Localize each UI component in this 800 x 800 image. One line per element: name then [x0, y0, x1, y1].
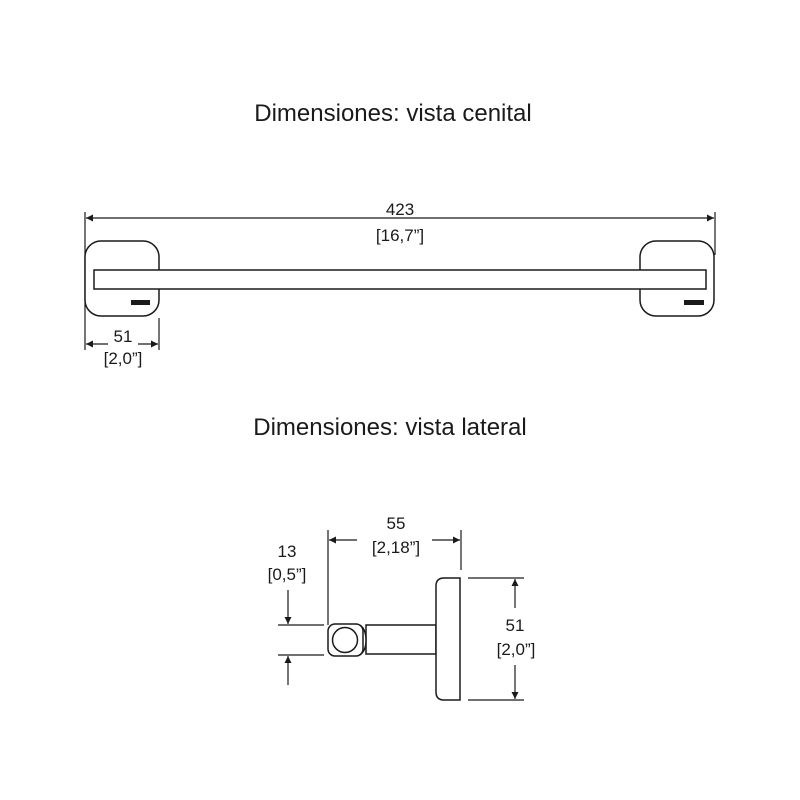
top-view-title: Dimensiones: vista cenital — [254, 100, 531, 127]
wall-plate — [435, 577, 461, 701]
depth-mm-label: 55 — [387, 514, 406, 533]
bracket-mm-label: 51 — [114, 327, 133, 346]
right-set-screw — [684, 300, 704, 305]
plate-mm-label: 51 — [506, 616, 525, 635]
top-view: Dimensiones: vista cenital 423 [16,7”] 5… — [84, 100, 716, 368]
bar-rod — [365, 624, 437, 655]
side-view-title: Dimensiones: vista lateral — [253, 414, 526, 441]
side-view: Dimensiones: vista lateral 55 [2,18”] 13… — [253, 414, 536, 701]
plate-in-label: [2,0”] — [497, 640, 536, 659]
bar-section — [331, 626, 359, 654]
bar-in-label: [0,5”] — [268, 565, 307, 584]
left-set-screw — [131, 300, 150, 305]
bracket-in-label: [2,0”] — [104, 349, 143, 368]
bar-mm-label: 13 — [278, 542, 297, 561]
length-in-label: [16,7”] — [376, 226, 424, 245]
length-mm-label: 423 — [386, 200, 414, 219]
towel-bar — [93, 269, 707, 290]
depth-in-label: [2,18”] — [372, 538, 420, 557]
